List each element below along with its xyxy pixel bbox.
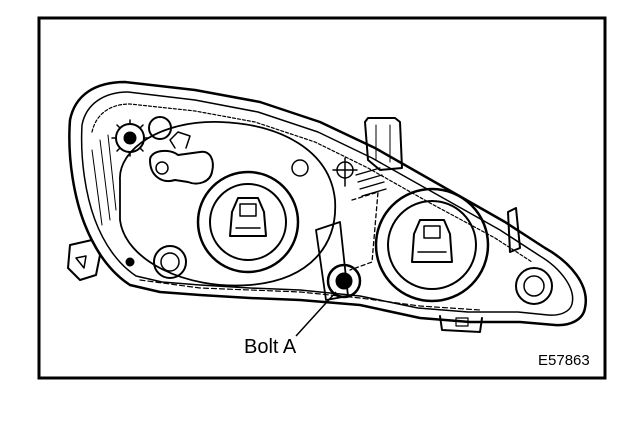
high-beam-bulb-tab bbox=[423, 225, 441, 239]
high-beam-socket-outer bbox=[374, 187, 490, 303]
low-beam-socket-ring bbox=[209, 183, 287, 261]
left-bracket-hole bbox=[75, 255, 87, 269]
small-vent bbox=[291, 159, 309, 177]
right-side-socket bbox=[515, 267, 553, 305]
bottom-mounting-tab bbox=[439, 315, 483, 333]
housing-outline bbox=[68, 80, 588, 327]
side-marker-socket bbox=[149, 149, 214, 185]
figure-code: E57863 bbox=[538, 352, 590, 369]
low-beam-socket-outer bbox=[196, 170, 300, 274]
corner-reflector-lines bbox=[91, 134, 117, 226]
bolt-a-label: Bolt A bbox=[244, 336, 297, 358]
center-spring bbox=[355, 167, 387, 197]
left-connector bbox=[125, 257, 135, 267]
bottom-tab-slot bbox=[455, 317, 469, 327]
low-beam-bulb-base bbox=[229, 197, 267, 237]
bolt-a-leader-line bbox=[295, 291, 337, 337]
aim-adjuster-gear-center bbox=[123, 131, 137, 145]
lower-edge-detail bbox=[139, 279, 481, 311]
side-marker-wire bbox=[169, 131, 191, 149]
lower-left-socket-inner bbox=[160, 252, 180, 272]
high-beam-socket-ring bbox=[387, 200, 477, 290]
headlamp-assembly bbox=[67, 80, 588, 333]
bolt-a-head bbox=[335, 272, 353, 290]
housing-flange bbox=[91, 103, 533, 263]
lower-left-socket bbox=[153, 245, 187, 279]
top-mounting-tab bbox=[364, 117, 403, 171]
left-mounting-bracket bbox=[67, 239, 101, 281]
diagram-frame bbox=[37, 16, 607, 380]
center-rib-dashed bbox=[349, 191, 379, 271]
low-beam-bulb-tab bbox=[239, 203, 257, 217]
high-beam-bulb-base bbox=[411, 219, 453, 263]
housing-inner-rim bbox=[80, 91, 574, 316]
right-side-socket-inner bbox=[523, 275, 545, 297]
right-mounting-tab bbox=[507, 207, 521, 253]
side-marker-socket-knob bbox=[155, 161, 169, 175]
left-reflector-bowl bbox=[119, 121, 337, 287]
